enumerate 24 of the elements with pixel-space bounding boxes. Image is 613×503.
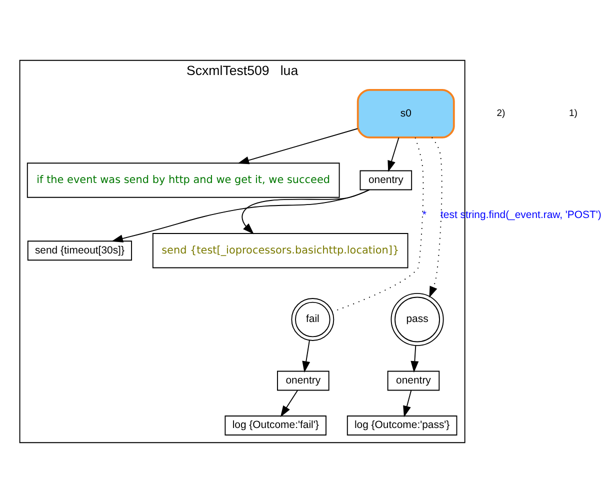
arrow: [238, 128, 358, 164]
node-circle: fail: [291, 298, 334, 341]
arrow: [429, 137, 442, 298]
arrow: [302, 340, 310, 373]
node-box: send {timeout[30s]}: [27, 240, 132, 261]
arrow: [410, 345, 419, 373]
node-box: log {Outcome:'fail'}: [224, 415, 326, 436]
node-box: log {Outcome:'pass'}: [346, 415, 458, 436]
node-box: send {test[_ioprocessors.basichttp.location]}: [152, 233, 408, 268]
node-box: onentry: [277, 370, 330, 391]
arrow: [280, 390, 298, 418]
connector: [332, 137, 424, 312]
label: 2): [496, 108, 506, 120]
arrow: [242, 189, 370, 234]
node-box: if the event was send by http and we get it, we succeed: [26, 162, 340, 198]
arrow: [388, 137, 400, 172]
arrow: [112, 189, 370, 242]
node-box: onentry: [360, 170, 412, 190]
node-box: s0: [356, 88, 455, 138]
node-circle: pass: [390, 292, 444, 346]
arrow: [403, 390, 412, 418]
edge-label: *: [422, 210, 426, 222]
node-box: onentry: [387, 370, 440, 391]
label: 1): [569, 108, 578, 120]
